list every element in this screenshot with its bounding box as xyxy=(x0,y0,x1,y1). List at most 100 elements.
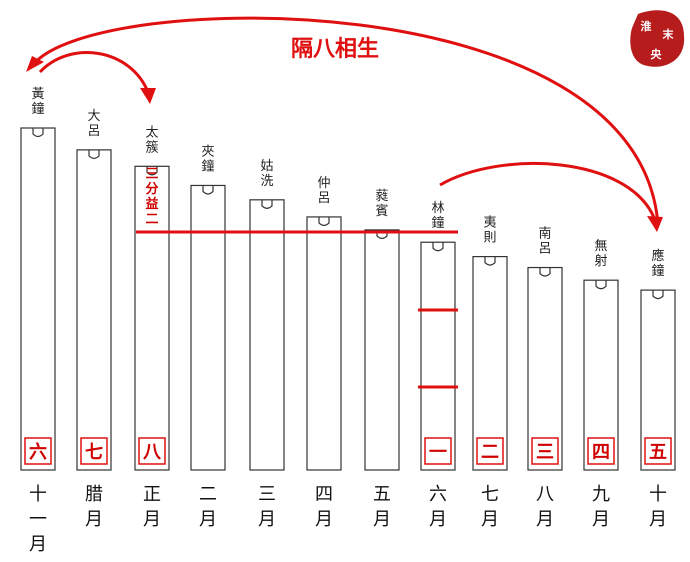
order-number: 四 xyxy=(592,442,610,463)
pipe-notch xyxy=(32,128,44,138)
pipe-notch xyxy=(652,290,664,300)
month-char: 月 xyxy=(258,509,276,530)
pipe-notch xyxy=(318,216,330,227)
pipe-name-char: 應 xyxy=(651,248,664,264)
pipe-notch xyxy=(376,229,388,240)
pipe-name-char: 呂 xyxy=(538,242,551,257)
pipe-notch xyxy=(595,280,607,290)
month-char: 月 xyxy=(85,509,103,530)
pipe-body xyxy=(420,241,456,471)
month-char: 一 xyxy=(29,509,47,530)
order-number-box xyxy=(644,437,672,465)
arc-huangzhong-to-taicu xyxy=(38,51,150,93)
pipe-name-char: 大 xyxy=(87,109,100,124)
seal-char: 淮 xyxy=(641,19,652,33)
month-char: 十 xyxy=(649,484,667,505)
seal-char: 末 xyxy=(662,27,675,41)
pipe-notch xyxy=(146,166,158,176)
pipe-body xyxy=(134,165,170,471)
pipe-name-char: 呂 xyxy=(317,191,330,206)
order-number-box xyxy=(138,437,166,465)
order-number-box xyxy=(424,437,452,465)
pipe-name-char: 太 xyxy=(145,125,158,140)
pipe-name-char: 則 xyxy=(483,231,496,246)
generation-arrows xyxy=(26,16,663,232)
month-char: 腊 xyxy=(85,484,103,505)
pipe-body xyxy=(527,266,563,471)
pipe-name-char: 林 xyxy=(431,201,444,216)
pipe-body xyxy=(249,199,285,471)
pipe-notch xyxy=(261,199,273,209)
month-char: 六 xyxy=(429,484,447,505)
month-char: 月 xyxy=(199,509,217,530)
annotation-char: 二 xyxy=(145,212,158,227)
pipe-name-char: 呂 xyxy=(87,124,100,139)
month-char: 月 xyxy=(481,509,499,530)
month-char: 正 xyxy=(143,484,161,505)
pipe-name-char: 洗 xyxy=(260,174,273,189)
annotation-char: 三 xyxy=(145,167,158,182)
annotation-char: 分 xyxy=(145,181,158,197)
pipe-name-char: 夷 xyxy=(483,215,496,231)
pipe-name-char: 鐘 xyxy=(651,263,664,279)
order-number-box xyxy=(24,437,52,465)
diagram-title: 隔八相生 xyxy=(291,37,379,62)
month-char: 月 xyxy=(649,509,667,530)
order-number-box xyxy=(476,437,504,465)
month-char: 月 xyxy=(373,509,391,530)
pipe-notch xyxy=(202,185,214,195)
month-char: 月 xyxy=(29,534,47,555)
arrowhead-yingzhong xyxy=(647,216,663,232)
order-number-box xyxy=(587,437,615,465)
order-number: 六 xyxy=(29,441,47,463)
month-char: 九 xyxy=(592,484,610,505)
month-char: 月 xyxy=(143,509,161,530)
seal-char: 央 xyxy=(651,47,663,61)
pipe-name-char: 仲 xyxy=(317,176,330,191)
pipe-name-char: 賓 xyxy=(375,203,388,219)
month-char: 月 xyxy=(429,509,447,530)
order-number: 二 xyxy=(481,442,499,463)
month-char: 三 xyxy=(258,484,276,505)
pipe-name-char: 鐘 xyxy=(431,215,444,231)
pipe-name-char: 姑 xyxy=(260,159,273,174)
pipe-notch xyxy=(88,149,100,159)
pipe-notch xyxy=(432,242,444,252)
pipe-name-char: 鐘 xyxy=(31,101,44,117)
pipe-name-char: 射 xyxy=(594,253,607,269)
pipe-name-char: 蕤 xyxy=(375,189,388,204)
pipe-body xyxy=(20,127,56,471)
order-number-box xyxy=(531,437,559,465)
arc-yingzhong-to-huangzhong xyxy=(31,16,660,226)
order-number: 八 xyxy=(143,442,162,463)
arrowhead-huangzhong xyxy=(26,56,44,72)
month-char: 八 xyxy=(536,484,554,505)
pipe-name-char: 南 xyxy=(538,226,551,242)
pipe-name-char: 夾 xyxy=(201,144,214,159)
month-char: 月 xyxy=(536,509,554,530)
pipe-notch xyxy=(484,256,496,266)
month-char: 五 xyxy=(373,484,391,505)
month-char: 十 xyxy=(29,484,47,505)
pipe-notch xyxy=(539,267,551,277)
order-number: 三 xyxy=(536,442,554,463)
month-char: 月 xyxy=(592,509,610,530)
order-number: 五 xyxy=(649,442,667,463)
pipe-body xyxy=(76,149,112,471)
order-number-box xyxy=(80,437,108,465)
pipe-body xyxy=(364,229,400,471)
pipe-name-char: 鐘 xyxy=(201,158,214,174)
